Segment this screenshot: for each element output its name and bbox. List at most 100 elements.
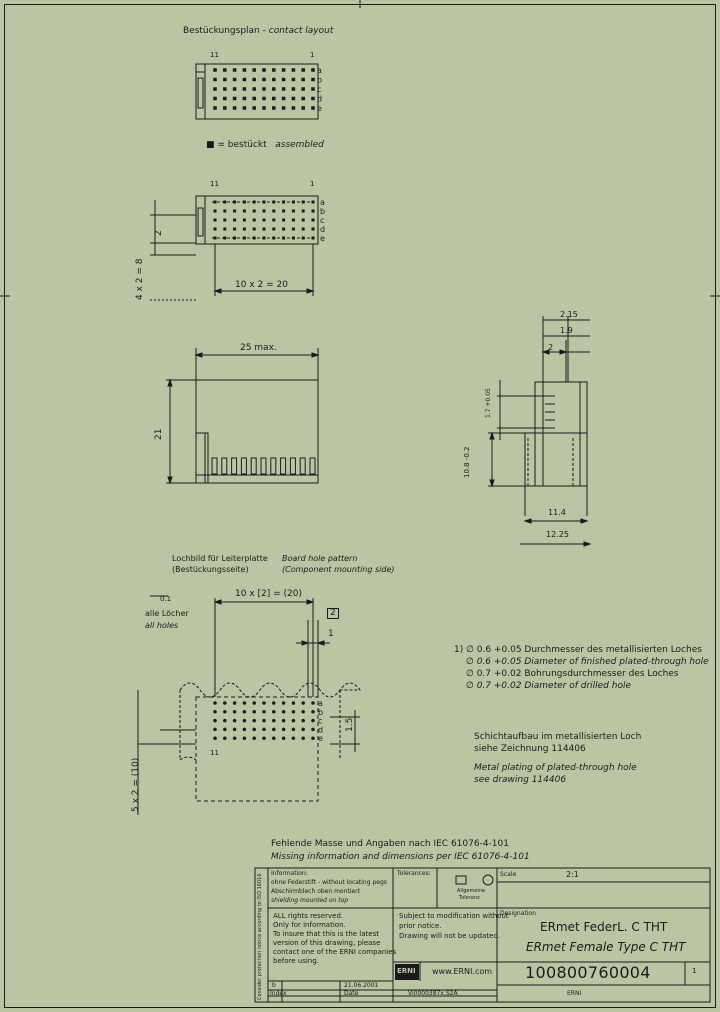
contact-square bbox=[262, 236, 266, 240]
contact-square bbox=[301, 87, 305, 91]
board-hole bbox=[291, 701, 296, 705]
hole-pattern-outline bbox=[195, 696, 319, 802]
front-pin bbox=[260, 457, 267, 475]
contact-square bbox=[232, 87, 237, 91]
board-hole bbox=[262, 718, 266, 723]
board-hole bbox=[281, 710, 286, 714]
board-hole bbox=[242, 727, 247, 732]
contact-square bbox=[311, 77, 315, 82]
col-last-label-2: 1 bbox=[310, 180, 315, 188]
rights-1: ALL rights reserved. bbox=[273, 912, 344, 920]
contact-square bbox=[281, 87, 286, 91]
contact-square bbox=[301, 77, 305, 82]
plating-de-1: Schichtaufbau im metallisierten Loch bbox=[474, 732, 642, 742]
contact-square bbox=[272, 200, 276, 204]
board-hole bbox=[242, 710, 247, 714]
board-hole bbox=[223, 736, 227, 740]
board-hole bbox=[291, 727, 296, 732]
contact-square bbox=[252, 200, 256, 204]
contact-square bbox=[213, 68, 217, 72]
board-hole bbox=[213, 727, 217, 732]
contact-square bbox=[252, 227, 256, 231]
footer-date: Date bbox=[344, 990, 359, 997]
plating-en-1: Metal plating of plated-through hole bbox=[474, 763, 637, 773]
contact-square bbox=[242, 209, 246, 213]
contact-square bbox=[223, 96, 227, 101]
contact-square bbox=[252, 77, 256, 82]
contact-square bbox=[223, 106, 227, 110]
dim-1-5: 1.5 bbox=[345, 717, 355, 732]
board-hole bbox=[272, 701, 276, 705]
contact-square bbox=[242, 106, 247, 110]
contact-square bbox=[242, 77, 247, 82]
board-hole bbox=[262, 701, 266, 705]
hole-note-4: ∅ 0.7 +0.02 Diameter of drilled hole bbox=[466, 681, 632, 691]
front-pin bbox=[221, 457, 228, 475]
contact-square bbox=[291, 77, 296, 82]
dim-width: 25 max. bbox=[240, 343, 277, 353]
board-hole bbox=[242, 736, 247, 740]
board-hole bbox=[252, 736, 256, 740]
contact-square bbox=[262, 218, 266, 222]
board-hole bbox=[301, 736, 305, 740]
board-hole bbox=[272, 727, 276, 732]
scale-value: 2:1 bbox=[566, 870, 579, 879]
contact-square bbox=[281, 68, 286, 72]
col-last-label: 1 bbox=[310, 51, 315, 59]
contact-square bbox=[311, 200, 315, 204]
contact-square bbox=[262, 200, 266, 204]
contact-square bbox=[282, 218, 286, 222]
contact-square bbox=[291, 200, 295, 204]
contact-square bbox=[242, 87, 247, 91]
board-hole bbox=[252, 701, 256, 705]
contact-square bbox=[213, 96, 217, 101]
contact-square bbox=[272, 218, 276, 222]
info-3: shielding mounted on top bbox=[271, 897, 349, 904]
erni-logo-text: ERNI bbox=[397, 967, 416, 975]
contact-square bbox=[242, 68, 247, 72]
board-hole bbox=[232, 701, 237, 705]
front-pin bbox=[270, 457, 277, 475]
row-letter: b bbox=[318, 708, 323, 717]
dim-side-2: 2 bbox=[548, 343, 554, 352]
contact-square bbox=[301, 227, 305, 231]
contact-square bbox=[301, 96, 305, 101]
contact-square bbox=[311, 68, 315, 72]
top-view-outline bbox=[195, 195, 319, 245]
row-letter: a bbox=[317, 66, 322, 75]
contact-square bbox=[272, 87, 276, 91]
contact-square bbox=[232, 106, 237, 110]
subject-1: Subject to modification without bbox=[399, 912, 509, 920]
general-tol-2: Toleranz bbox=[459, 895, 480, 901]
contact-square bbox=[262, 96, 266, 101]
contact-square bbox=[213, 106, 217, 110]
board-hole bbox=[252, 727, 256, 732]
contact-square bbox=[252, 236, 256, 240]
board-hole bbox=[252, 718, 256, 723]
row-letter: e bbox=[318, 734, 323, 743]
contact-square bbox=[223, 200, 227, 204]
board-hole bbox=[213, 710, 217, 714]
contact-square bbox=[233, 218, 237, 222]
contact-square bbox=[311, 209, 315, 213]
board-hole bbox=[281, 727, 286, 732]
dim-1: 1 bbox=[328, 629, 334, 639]
board-hole bbox=[301, 718, 305, 723]
hole-note-1: 1) ∅ 0.6 +0.05 Durchmesser des metallisi… bbox=[454, 645, 702, 655]
contact-square bbox=[262, 77, 266, 82]
board-hole bbox=[281, 736, 286, 740]
dim-pitch-y: 4 x 2 = 8 bbox=[135, 258, 145, 301]
contact-square bbox=[301, 218, 305, 222]
contact-square bbox=[291, 227, 295, 231]
contact-square bbox=[291, 68, 296, 72]
contact-square bbox=[213, 209, 217, 213]
footer-b: b bbox=[272, 982, 276, 989]
info-1: ohne Federstift - without locating pegs bbox=[271, 879, 387, 886]
contact-square bbox=[282, 209, 286, 213]
footer-code: Vi0000387x.S2A bbox=[408, 990, 458, 997]
footer-date-value: 21.06.2001 bbox=[344, 982, 379, 989]
row-letter: a bbox=[320, 198, 325, 207]
hole-note-2: ∅ 0.6 +0.05 Diameter of finished plated-… bbox=[466, 657, 709, 667]
contact-square bbox=[272, 77, 276, 82]
